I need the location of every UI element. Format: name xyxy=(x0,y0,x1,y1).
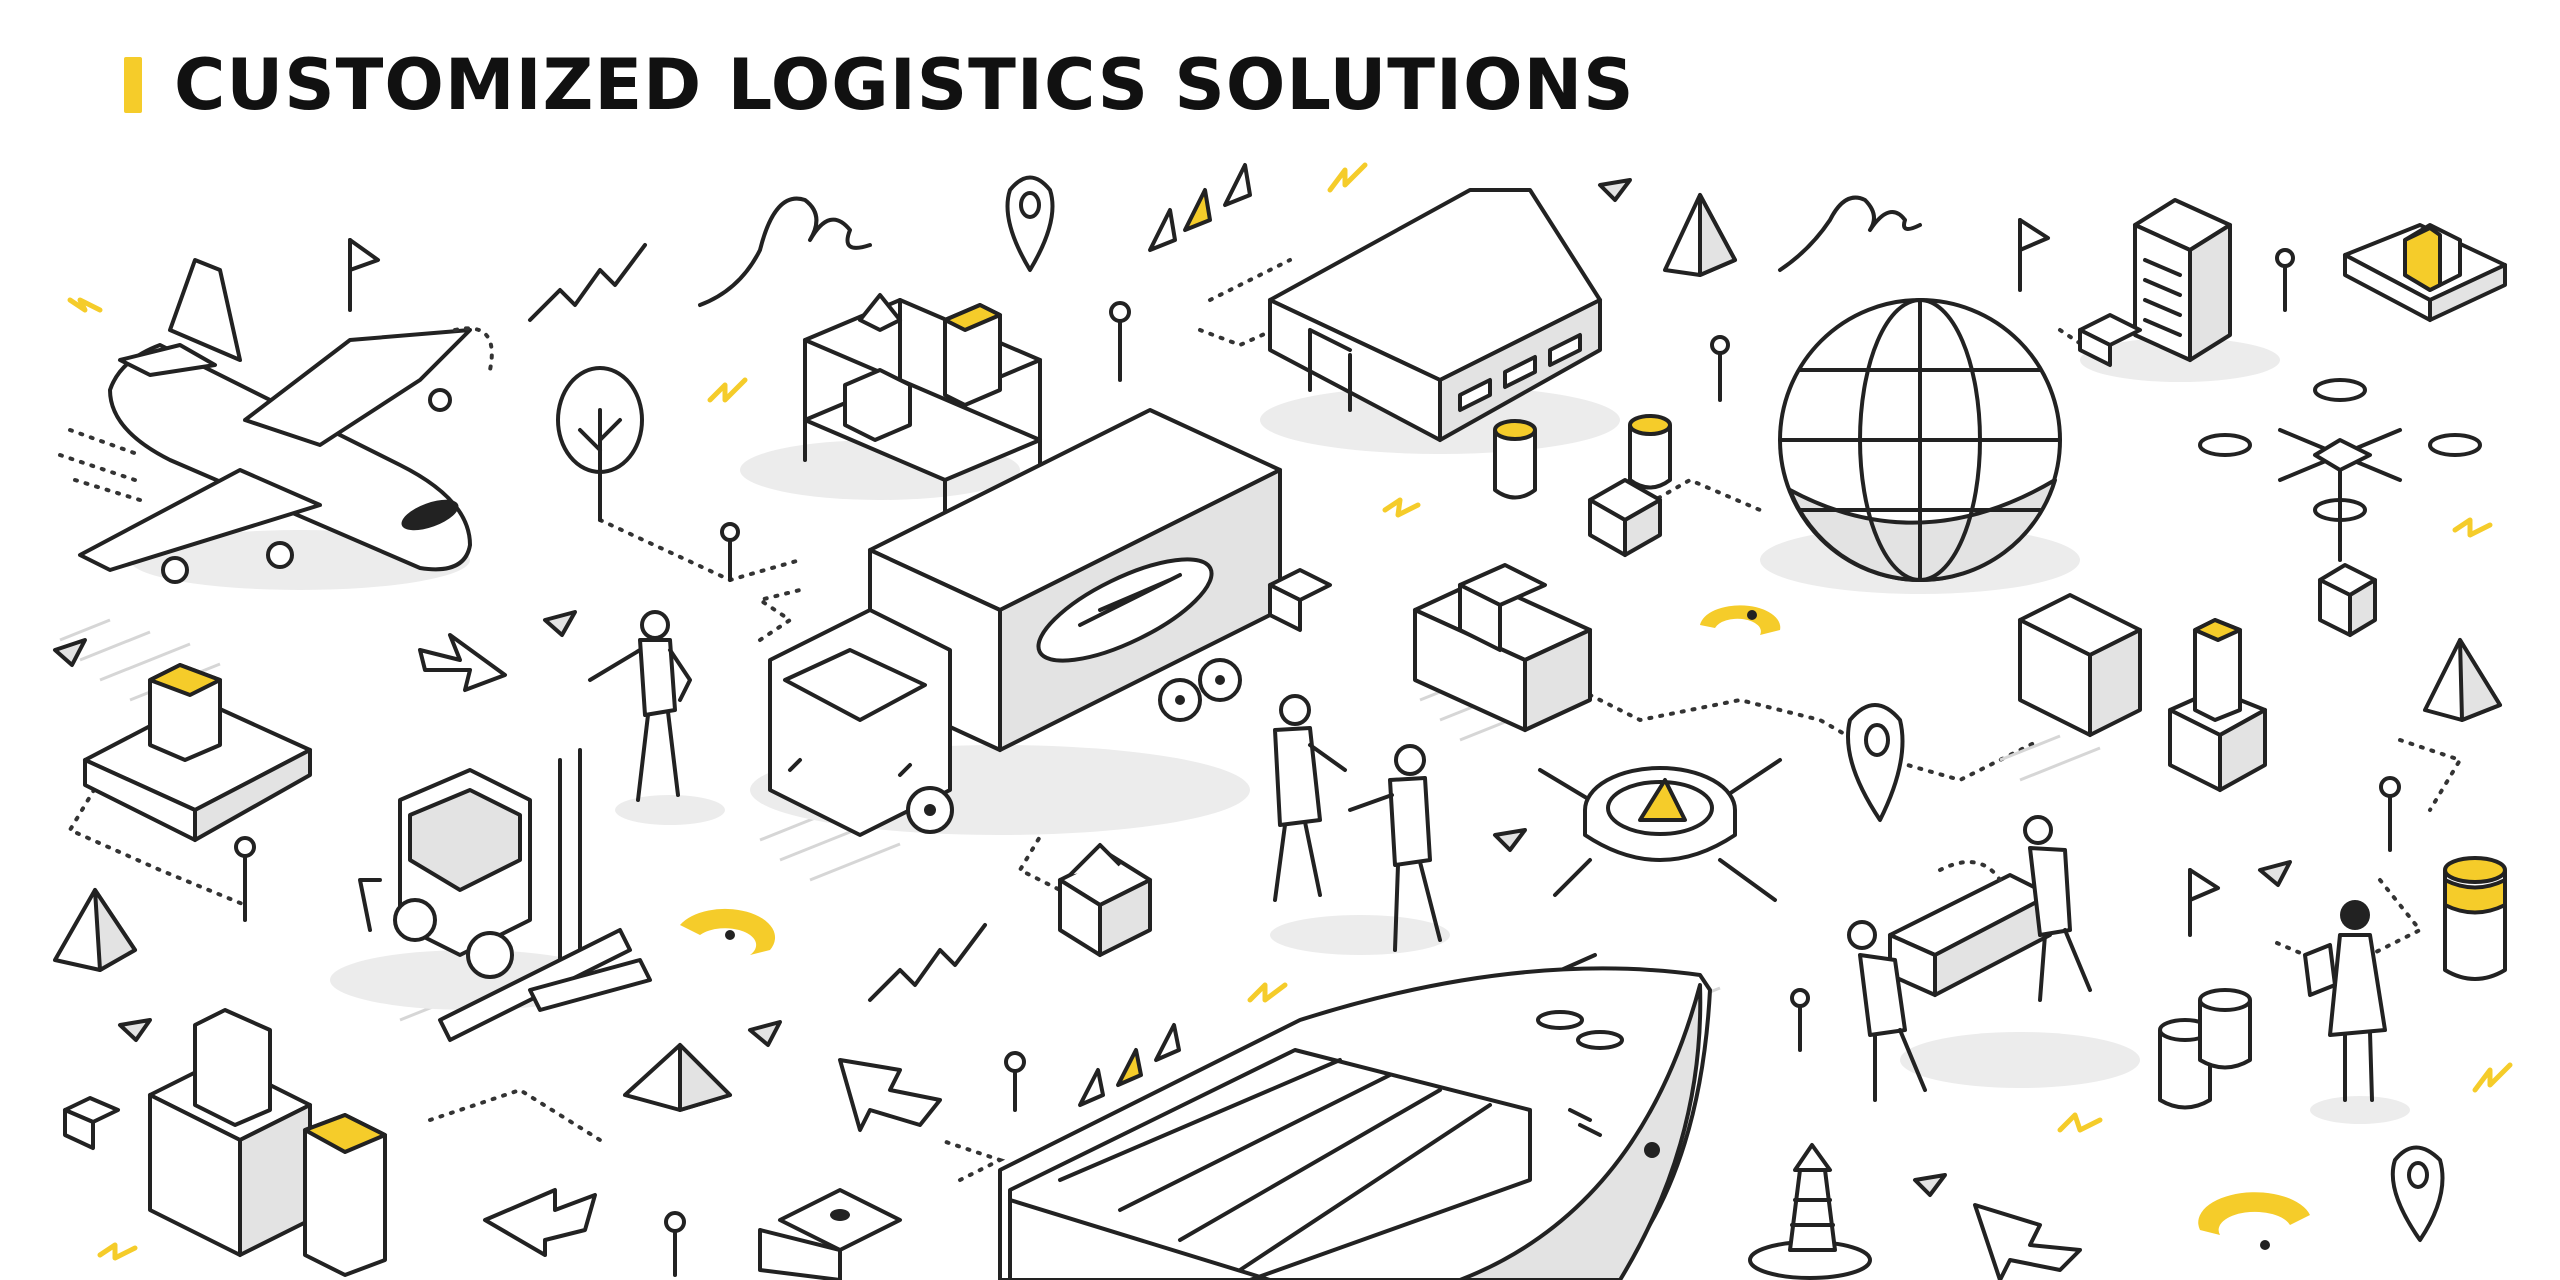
page-title: CUSTOMIZED LOGISTICS SOLUTIONS xyxy=(174,44,1635,126)
office-building-icon xyxy=(2078,198,2280,382)
map-pin-icon-bottom xyxy=(2390,1145,2445,1242)
cargo-ship-icon xyxy=(758,966,1712,1280)
handshake-people-icon xyxy=(1270,694,1450,955)
title-accent-bar xyxy=(124,57,142,113)
cloud-swirl-icon xyxy=(698,196,872,307)
map-pin-icon-center xyxy=(1846,703,1905,822)
small-flag-triangles xyxy=(1078,163,1252,1107)
pyramid-icon-left xyxy=(53,888,137,972)
yellow-ring-marker-left xyxy=(680,908,776,955)
small-triangle-markers xyxy=(53,178,2292,1197)
yellow-ring-marker xyxy=(1700,605,1781,635)
warehouse-icon xyxy=(1260,188,1620,454)
worker-pointing-icon xyxy=(588,610,725,825)
pyramid-icon-right xyxy=(2423,638,2502,722)
delivery-truck-icon xyxy=(750,408,1332,837)
pin-markers xyxy=(234,248,2401,1277)
compass-icon xyxy=(1538,758,1782,902)
flag-icon xyxy=(348,238,380,312)
woman-with-clipboard-icon xyxy=(2303,900,2410,1124)
pyramid-icon-bottom xyxy=(623,1043,732,1112)
map-pin-icon xyxy=(1005,175,1055,272)
yellow-accent-marks xyxy=(67,162,2513,1261)
barrel-icon-right xyxy=(2158,856,2507,1110)
workers-carrying-box-icon xyxy=(1847,815,2140,1102)
page-header: CUSTOMIZED LOGISTICS SOLUTIONS xyxy=(124,40,1635,130)
barrel-icon xyxy=(1493,414,1672,500)
cardboard-box-icon xyxy=(1588,478,1662,557)
box-stack-icon-left xyxy=(63,1008,387,1277)
package-platform-icon-left xyxy=(83,663,312,842)
forklift-icon xyxy=(330,748,652,1042)
box-stack-icon xyxy=(2018,593,2267,792)
globe-icon xyxy=(1760,298,2080,594)
yellow-ring-marker-bottom xyxy=(2198,1192,2310,1235)
zigzag-line xyxy=(528,243,647,322)
storage-shelf-icon xyxy=(740,293,1042,522)
pyramid-icon xyxy=(1663,193,1737,277)
cloud-swirl-icon-right xyxy=(1778,195,1922,272)
box-pile-icon xyxy=(1413,563,1592,732)
tree-icon xyxy=(556,366,644,522)
airplane-icon xyxy=(58,258,494,590)
flag-icon-right xyxy=(2018,218,2220,937)
zigzag-line-bottom xyxy=(868,923,987,1002)
package-platform-icon xyxy=(2343,223,2507,322)
lighthouse-icon xyxy=(1748,1143,1872,1280)
drone-icon xyxy=(2198,378,2482,637)
open-box-icon xyxy=(1058,843,1152,957)
